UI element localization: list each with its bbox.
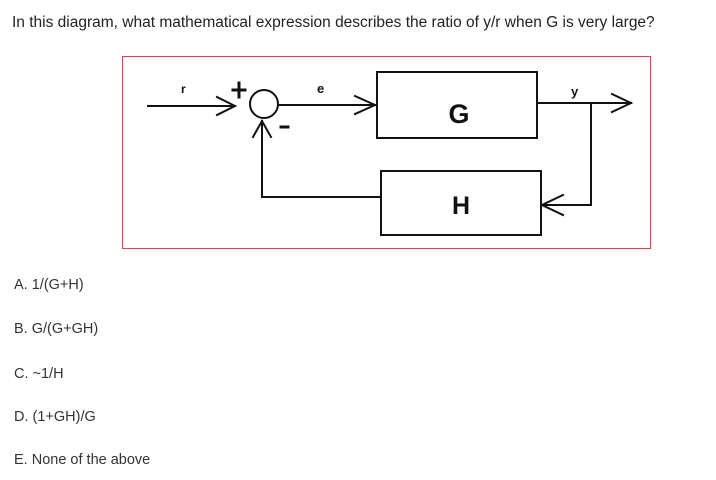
block-g-label: G bbox=[448, 99, 469, 129]
signal-e-label: e bbox=[317, 81, 324, 96]
option-a[interactable]: A. 1/(G+H) bbox=[14, 277, 84, 293]
signal-y-label: y bbox=[571, 84, 579, 99]
summing-junction bbox=[249, 89, 279, 119]
output-arrowhead bbox=[610, 92, 634, 114]
block-diagram-frame: r e y G H bbox=[122, 56, 651, 249]
option-d[interactable]: D. (1+GH)/G bbox=[14, 409, 96, 425]
option-b[interactable]: B. G/(G+GH) bbox=[14, 321, 99, 337]
error-arrowhead bbox=[353, 94, 378, 116]
option-e[interactable]: E. None of the above bbox=[14, 452, 151, 468]
block-h-label: H bbox=[452, 192, 470, 220]
question-text: In this diagram, what mathematical expre… bbox=[12, 14, 655, 31]
block-h-rect bbox=[380, 170, 542, 236]
option-c[interactable]: C. ~1/H bbox=[14, 366, 64, 382]
feedback-takeoff-line bbox=[540, 102, 592, 206]
feedback-return-line bbox=[261, 120, 382, 198]
block-g-rect bbox=[376, 71, 538, 139]
feedback-return-arrowhead bbox=[251, 118, 273, 139]
block-diagram: r e y G H bbox=[147, 71, 634, 236]
signal-r-label: r bbox=[181, 82, 186, 96]
input-arrowhead bbox=[215, 95, 238, 117]
